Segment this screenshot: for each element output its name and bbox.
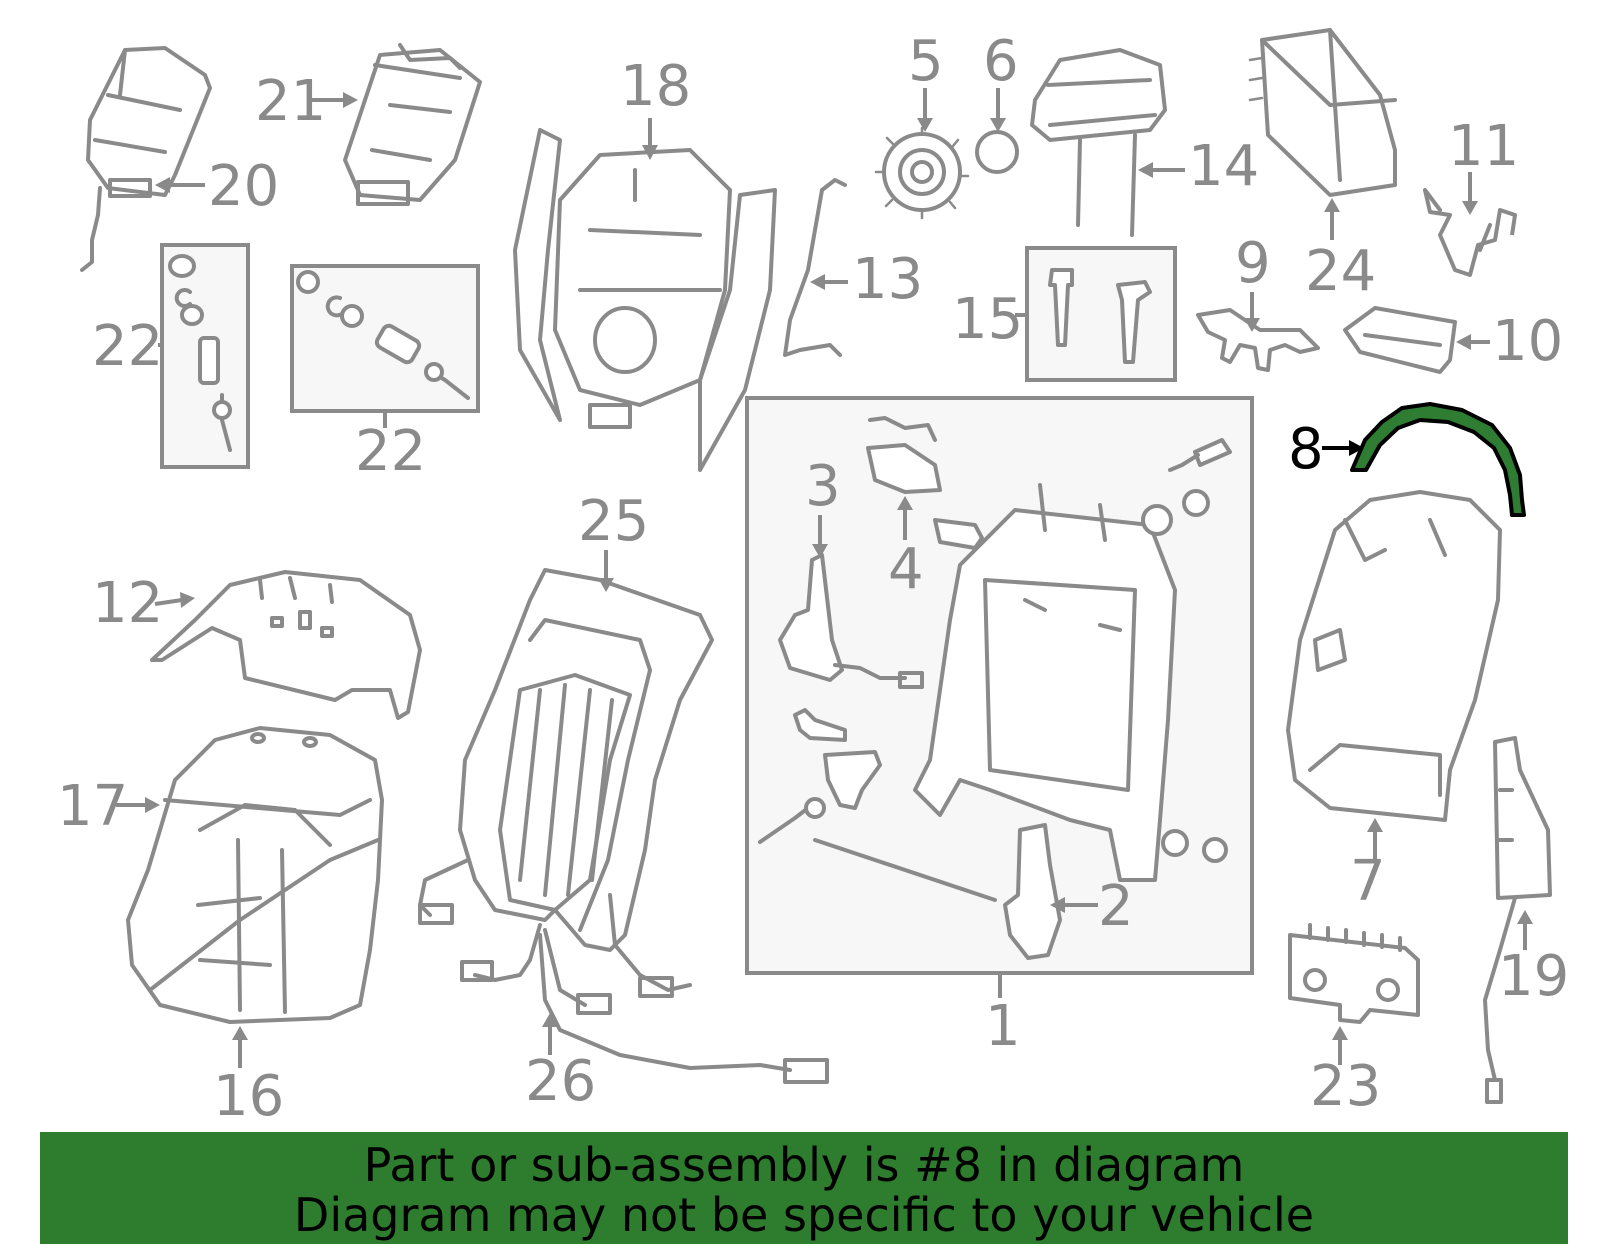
part-24[interactable]	[1248, 28, 1397, 197]
part-13[interactable]	[783, 178, 847, 357]
arrow-2	[1050, 897, 1065, 913]
callout-4: 4	[888, 537, 924, 602]
part-11[interactable]	[1423, 188, 1517, 277]
part-16-17-cushion[interactable]	[126, 726, 384, 1024]
arrow-3	[812, 544, 828, 558]
part-1-assembly[interactable]	[745, 396, 1254, 975]
callout-12: 12	[92, 571, 163, 636]
arrow-18	[642, 145, 658, 160]
arrow-20	[155, 177, 170, 193]
arrow-7	[1367, 818, 1383, 832]
arrow-26	[542, 1013, 558, 1027]
callout-10: 10	[1492, 309, 1563, 374]
callout-16: 16	[213, 1064, 284, 1129]
arrow-21	[343, 92, 358, 108]
banner-line-2: Diagram may not be specific to your vehi…	[293, 1188, 1315, 1242]
part-10[interactable]	[1343, 306, 1457, 374]
callout-18: 18	[620, 54, 691, 119]
arrow-13	[810, 274, 825, 290]
arrow-14	[1138, 162, 1153, 178]
part-15[interactable]	[1025, 246, 1177, 382]
part-9[interactable]	[1196, 308, 1320, 372]
part-20[interactable]	[80, 46, 212, 272]
part-23[interactable]	[1288, 923, 1420, 1024]
part-18[interactable]	[513, 128, 777, 472]
callout-6: 6	[983, 29, 1019, 94]
arrow-8	[1349, 440, 1364, 456]
part-22-kit-vertical[interactable]	[160, 243, 250, 469]
arrow-25	[598, 578, 614, 592]
arrow-9	[1244, 318, 1260, 332]
banner-line-1: Part or sub-assembly is #8 in diagram	[363, 1138, 1245, 1192]
part-21[interactable]	[343, 43, 482, 206]
callout-22-left: 22	[92, 314, 163, 379]
arrow-6	[990, 118, 1006, 132]
callout-1: 1	[985, 994, 1021, 1059]
arrow-11	[1462, 201, 1478, 215]
arrow-19	[1517, 910, 1533, 924]
callout-20: 20	[208, 154, 279, 219]
part-14[interactable]	[1030, 48, 1167, 237]
callout-19: 19	[1498, 944, 1569, 1009]
callout-8: 8	[1288, 417, 1324, 482]
callout-3: 3	[805, 454, 841, 519]
callout-15: 15	[952, 287, 1023, 352]
part-12[interactable]	[150, 570, 422, 720]
part-26[interactable]	[418, 858, 829, 1084]
part-22-kit-horizontal[interactable]	[290, 264, 480, 413]
callout-5: 5	[908, 29, 944, 94]
part-25[interactable]	[458, 568, 714, 952]
part-7[interactable]	[1286, 490, 1502, 822]
arrow-10	[1456, 334, 1471, 350]
arrow-4	[897, 496, 913, 510]
callout-14: 14	[1188, 134, 1259, 199]
arrow-16	[232, 1026, 248, 1040]
callout-11: 11	[1448, 114, 1519, 179]
arrow-23	[1332, 1026, 1348, 1040]
callout-13: 13	[852, 247, 923, 312]
part-8-highlighted[interactable]	[1350, 402, 1526, 517]
callout-25: 25	[578, 489, 649, 554]
callout-9: 9	[1235, 231, 1271, 296]
callout-24: 24	[1305, 239, 1376, 304]
leader-12	[154, 598, 183, 606]
part-5[interactable]	[874, 126, 970, 220]
arrow-17	[145, 797, 160, 813]
part-19[interactable]	[1483, 736, 1552, 1104]
callout-23: 23	[1310, 1054, 1381, 1119]
arrow-5	[917, 118, 933, 132]
callout-26: 26	[525, 1049, 596, 1114]
arrow-24	[1324, 198, 1340, 212]
arrow-12	[180, 592, 195, 608]
callout-7: 7	[1350, 849, 1386, 914]
info-banner: Part or sub-assembly is #8 in diagram Di…	[40, 1132, 1568, 1244]
callout-2: 2	[1098, 874, 1134, 939]
callout-22-bottom: 22	[355, 419, 426, 484]
part-6[interactable]	[975, 130, 1019, 174]
